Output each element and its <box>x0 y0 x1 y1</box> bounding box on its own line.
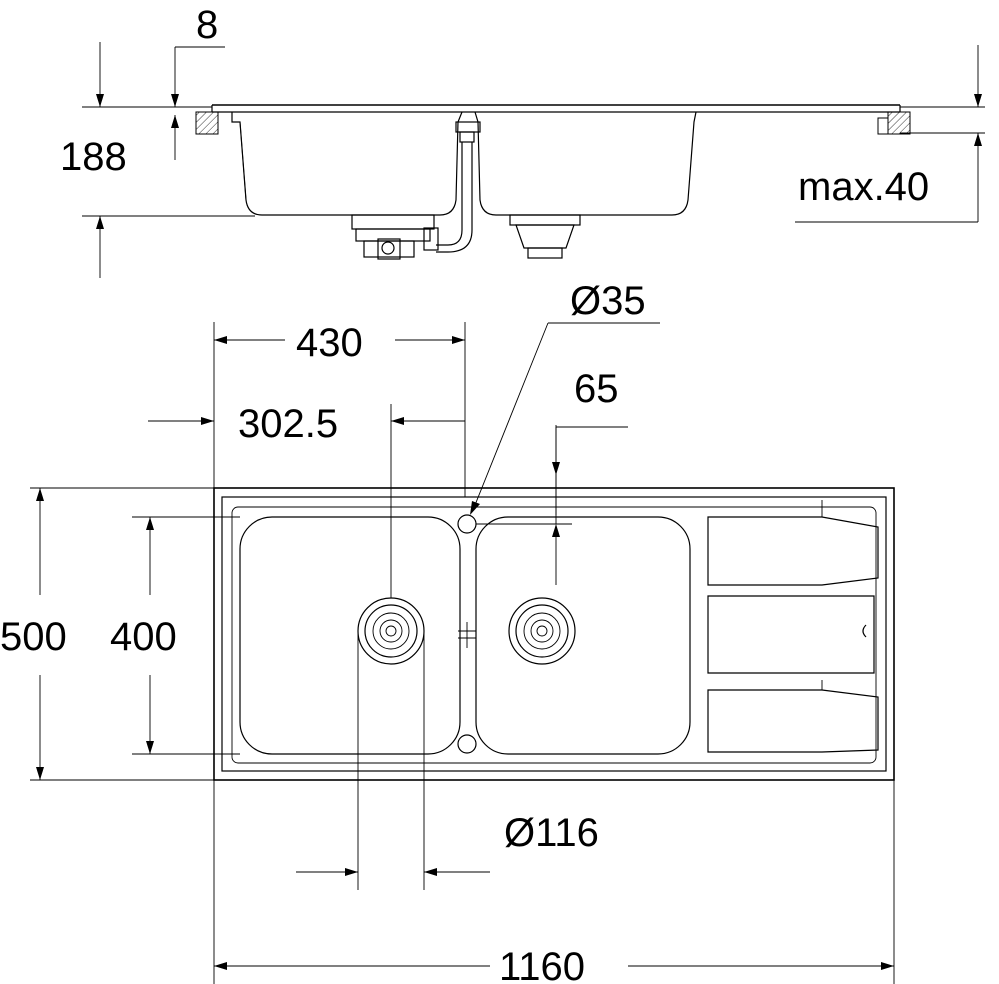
dim-drain-offset: 302.5 <box>238 402 338 446</box>
dim-tap-offset: 65 <box>574 367 619 411</box>
dim-bowl-width: 430 <box>296 321 363 365</box>
dim-rim-thickness: 8 <box>196 3 218 47</box>
dim-bowl-depth: 188 <box>60 135 127 179</box>
right-drain-icon <box>508 597 576 665</box>
drainer-ribs <box>707 500 879 753</box>
tap-hole <box>457 514 477 534</box>
left-drain-icon <box>357 597 425 665</box>
side-elevation-view <box>82 42 985 278</box>
dim-drain-diameter: Ø116 <box>504 811 599 855</box>
dim-bowl-depth-plan: 400 <box>110 615 177 659</box>
plan-view <box>30 322 895 984</box>
overflow-hole <box>457 734 477 754</box>
dim-max-worktop: max.40 <box>798 165 929 209</box>
dim-overall-depth: 500 <box>0 615 67 659</box>
dim-tap-hole-diameter: Ø35 <box>570 279 646 323</box>
dim-overall-width: 1160 <box>499 945 585 984</box>
